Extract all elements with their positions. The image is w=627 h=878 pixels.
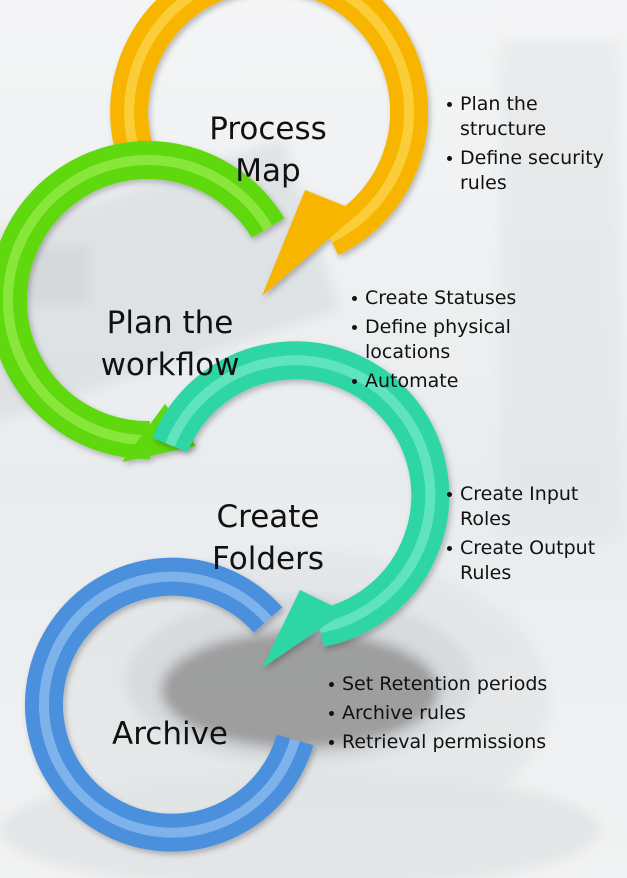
stage-1-title: Process Map [168, 108, 368, 192]
stage-4-bullets: Set Retention periods Archive rules Retr… [329, 672, 619, 759]
stage-3-title: Create Folders [168, 496, 368, 580]
bullet-item: Create Statuses [352, 286, 552, 311]
stage-3-title-line1: Create [216, 499, 320, 535]
stage-2-title-line2: workflow [100, 347, 240, 383]
stage-3-arrow [152, 341, 450, 668]
bullet-item: Automate [352, 369, 552, 394]
stage-4-title: Archive [70, 713, 270, 755]
stage-3-bullets: Create Input Roles Create Output Rules [447, 482, 625, 590]
stage-1-title-line1: Process [209, 111, 327, 147]
bullet-item: Define security rules [447, 146, 625, 196]
stage-2-title-line1: Plan the [106, 305, 234, 341]
stage-4-title-line1: Archive [112, 716, 228, 752]
bullet-item: Create Input Roles [447, 482, 625, 532]
stage-1-bullets: Plan the structure Define security rules [447, 92, 625, 200]
bullet-item: Define physical locations [352, 315, 552, 365]
stage-1-arrow [110, 0, 429, 296]
bullet-item: Create Output Rules [447, 536, 625, 586]
stage-2-title: Plan the workflow [70, 302, 270, 386]
stage-2-bullets: Create Statuses Define physical location… [352, 286, 552, 398]
bullet-item: Plan the structure [447, 92, 625, 142]
stage-4-ring [24, 557, 314, 852]
bullet-item: Set Retention periods [329, 672, 619, 697]
bullet-item: Archive rules [329, 701, 619, 726]
bullet-item: Retrieval permissions [329, 730, 619, 755]
stage-3-title-line2: Folders [212, 541, 324, 577]
stage-1-title-line2: Map [235, 153, 301, 189]
